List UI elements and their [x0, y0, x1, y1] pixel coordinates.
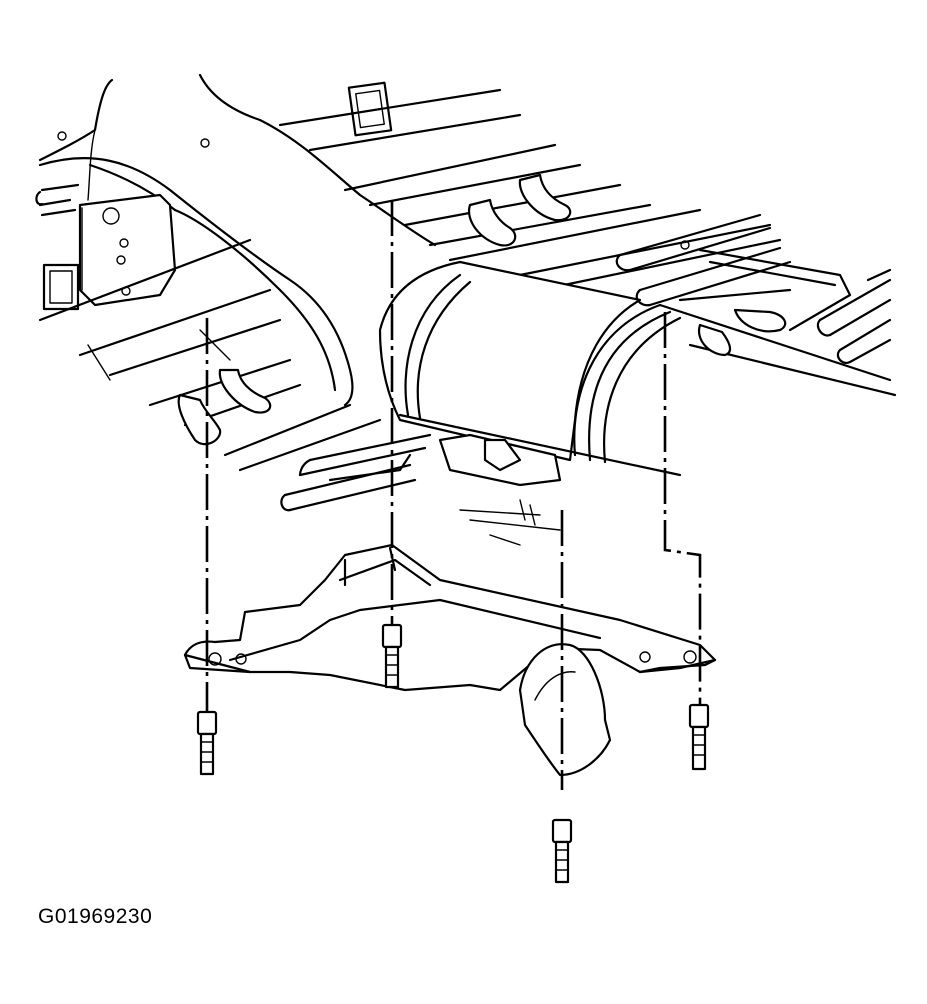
left-underbody-panel: [35, 73, 437, 407]
upper-floor-ribs: [278, 88, 782, 292]
bolt-centre: [381, 623, 403, 689]
bolt-right: [688, 703, 710, 771]
figure-id-label: G01969230: [38, 905, 153, 928]
bolt-lower: [551, 818, 573, 884]
centre-floor-details: [280, 433, 562, 546]
assembly-alignment-lines: [205, 200, 702, 790]
bolt-left: [196, 710, 218, 776]
tunnel-heat-shield: [378, 260, 897, 477]
transmission-support-crossmember: [183, 543, 717, 777]
right-floor-panel: [615, 213, 892, 364]
left-floor-ribs: [38, 238, 382, 472]
